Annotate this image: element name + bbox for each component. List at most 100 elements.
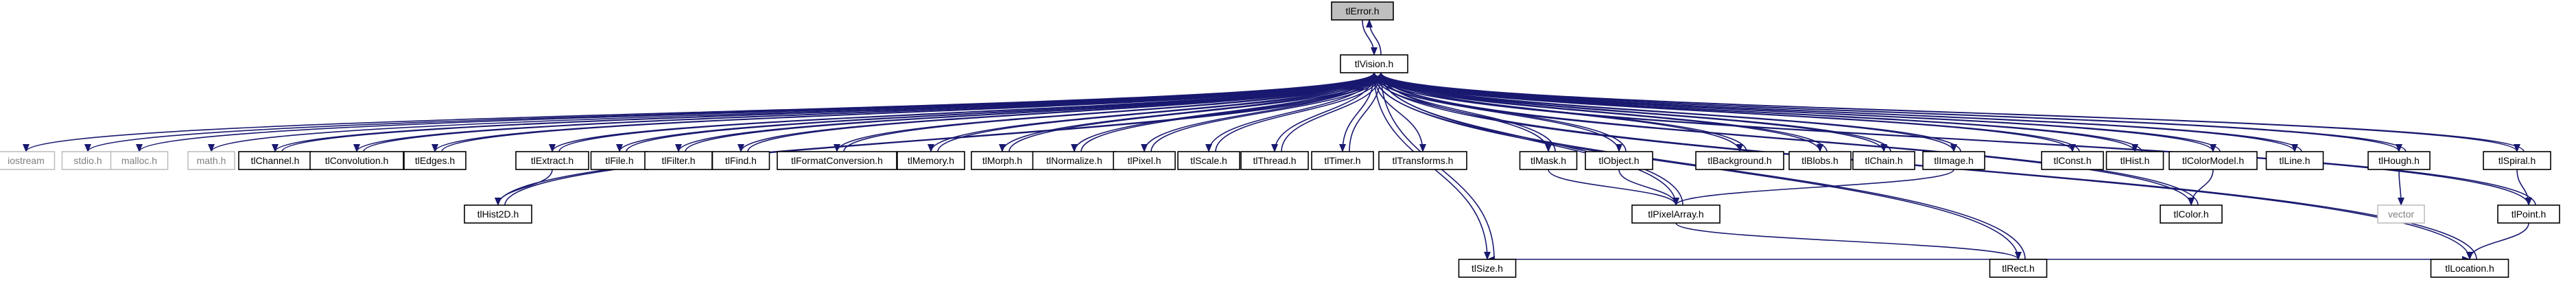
node-tlMemory-box[interactable] [897, 151, 965, 170]
node-tlExtract-box[interactable] [515, 151, 589, 170]
node-vector-box[interactable] [2377, 204, 2425, 224]
node-tlBackground-label: tlBackground.h [1708, 155, 1771, 166]
node-tlImage[interactable]: tlImage.h [1922, 151, 1985, 170]
edge-tlLine-to-tlVision [1378, 72, 2302, 152]
node-tlHist[interactable]: tlHist.h [2105, 151, 2164, 170]
node-stdio-box[interactable] [61, 151, 115, 170]
edge-tlChain-to-tlVision [1378, 72, 1891, 152]
edge-tlScale-to-tlVision [1215, 72, 1384, 152]
node-tlBackground-box[interactable] [1695, 151, 1784, 170]
node-tlTransforms[interactable]: tlTransforms.h [1378, 151, 1467, 170]
node-tlHist-box[interactable] [2105, 151, 2164, 170]
node-tlMorph-label: tlMorph.h [982, 155, 1022, 166]
node-tlSpiral[interactable]: tlSpiral.h [2483, 151, 2551, 170]
node-tlConvolution-label: tlConvolution.h [325, 155, 389, 166]
node-iostream[interactable]: iostream [0, 151, 56, 170]
node-tlHist2D-box[interactable] [464, 204, 532, 224]
node-tlFilter-box[interactable] [644, 151, 713, 170]
node-tlScale-box[interactable] [1177, 151, 1240, 170]
node-tlSize-label: tlSize.h [1472, 263, 1503, 274]
node-tlTimer[interactable]: tlTimer.h [1311, 151, 1374, 170]
node-tlMask[interactable]: tlMask.h [1519, 151, 1578, 170]
node-tlSpiral-box[interactable] [2483, 151, 2551, 170]
edge-tlExtract-to-tlVision [558, 72, 1384, 152]
node-tlPixel-box[interactable] [1113, 151, 1176, 170]
node-tlVision-box[interactable] [1340, 54, 1408, 73]
node-tlThread-box[interactable] [1240, 151, 1309, 170]
node-tlPixelArray[interactable]: tlPixelArray.h [1631, 204, 1721, 224]
node-tlObject[interactable]: tlObject.h [1585, 151, 1653, 170]
edge-tlColorModel-to-tlColor [2188, 169, 2214, 206]
node-tlRect[interactable]: tlRect.h [1989, 259, 2048, 278]
node-tlPoint-box[interactable] [2497, 204, 2560, 224]
node-tlThread[interactable]: tlThread.h [1240, 151, 1309, 170]
node-tlLocation-box[interactable] [2430, 259, 2509, 278]
node-tlHist-label: tlHist.h [2120, 155, 2150, 166]
node-tlObject-box[interactable] [1585, 151, 1653, 170]
node-tlNormalize-box[interactable] [1032, 151, 1117, 170]
edge-tlColor-to-tlVision [1378, 72, 2199, 206]
node-tlMemory[interactable]: tlMemory.h [897, 151, 965, 170]
node-stdio[interactable]: stdio.h [61, 151, 115, 170]
node-tlChain[interactable]: tlChain.h [1852, 151, 1915, 170]
node-tlConvolution[interactable]: tlConvolution.h [309, 151, 404, 170]
node-tlConvolution-box[interactable] [309, 151, 404, 170]
node-tlBlobs[interactable]: tlBlobs.h [1788, 151, 1852, 170]
node-tlFilter-label: tlFilter.h [661, 155, 695, 166]
node-tlBlobs-box[interactable] [1788, 151, 1852, 170]
node-tlSize-box[interactable] [1458, 259, 1517, 278]
node-tlMorph-box[interactable] [971, 151, 1034, 170]
node-tlVision[interactable]: tlVision.h [1340, 54, 1408, 73]
node-tlColor[interactable]: tlColor.h [2160, 204, 2223, 224]
node-tlTransforms-box[interactable] [1378, 151, 1467, 170]
node-vector[interactable]: vector [2377, 204, 2425, 224]
node-tlConst-box[interactable] [2041, 151, 2104, 170]
node-tlLocation[interactable]: tlLocation.h [2430, 259, 2509, 278]
node-tlColorModel[interactable]: tlColorModel.h [2169, 151, 2258, 170]
node-iostream-box[interactable] [0, 151, 56, 170]
node-tlScale[interactable]: tlScale.h [1177, 151, 1240, 170]
node-math-box[interactable] [187, 151, 235, 170]
edge-tlMask-to-tlPixelArray [1548, 169, 1679, 206]
node-tlImage-box[interactable] [1922, 151, 1985, 170]
node-tlPoint[interactable]: tlPoint.h [2497, 204, 2560, 224]
node-tlError-box[interactable] [1331, 1, 1394, 21]
node-tlEdges[interactable]: tlEdges.h [403, 151, 466, 170]
node-tlError[interactable]: tlError.h [1331, 1, 1394, 21]
edge-tlVision-to-tlThread [1271, 72, 1375, 152]
node-malloc[interactable]: malloc.h [110, 151, 169, 170]
node-tlMask-box[interactable] [1519, 151, 1578, 170]
node-tlFind-box[interactable] [711, 151, 770, 170]
node-tlFilter[interactable]: tlFilter.h [644, 151, 713, 170]
node-tlColorModel-box[interactable] [2169, 151, 2258, 170]
node-tlLine-box[interactable] [2265, 151, 2324, 170]
node-tlColor-box[interactable] [2160, 204, 2223, 224]
node-math-label: math.h [197, 155, 226, 166]
node-tlChain-box[interactable] [1852, 151, 1915, 170]
node-tlLine[interactable]: tlLine.h [2265, 151, 2324, 170]
node-tlMorph[interactable]: tlMorph.h [971, 151, 1034, 170]
node-tlPixelArray-box[interactable] [1631, 204, 1721, 224]
node-tlTimer-box[interactable] [1311, 151, 1374, 170]
edge-tlVision-to-stdio [84, 72, 1375, 152]
node-malloc-box[interactable] [110, 151, 169, 170]
node-tlSize[interactable]: tlSize.h [1458, 259, 1517, 278]
node-tlPixel[interactable]: tlPixel.h [1113, 151, 1176, 170]
edge-tlSpiral-to-tlVision [1378, 72, 2525, 152]
node-tlExtract[interactable]: tlExtract.h [515, 151, 589, 170]
node-tlFind[interactable]: tlFind.h [711, 151, 770, 170]
node-tlChannel[interactable]: tlChannel.h [238, 151, 312, 170]
node-math[interactable]: math.h [187, 151, 235, 170]
node-tlHough-box[interactable] [2367, 151, 2431, 170]
node-tlFormatConversion-box[interactable] [777, 151, 897, 170]
node-tlFile[interactable]: tlFile.h [590, 151, 649, 170]
node-tlNormalize[interactable]: tlNormalize.h [1032, 151, 1117, 170]
node-tlChannel-box[interactable] [238, 151, 312, 170]
node-tlEdges-box[interactable] [403, 151, 466, 170]
node-tlHist2D[interactable]: tlHist2D.h [464, 204, 532, 224]
node-tlFormatConversion[interactable]: tlFormatConversion.h [777, 151, 897, 170]
node-tlBackground[interactable]: tlBackground.h [1695, 151, 1784, 170]
node-tlConst[interactable]: tlConst.h [2041, 151, 2104, 170]
node-tlRect-box[interactable] [1989, 259, 2048, 278]
node-tlHough[interactable]: tlHough.h [2367, 151, 2431, 170]
